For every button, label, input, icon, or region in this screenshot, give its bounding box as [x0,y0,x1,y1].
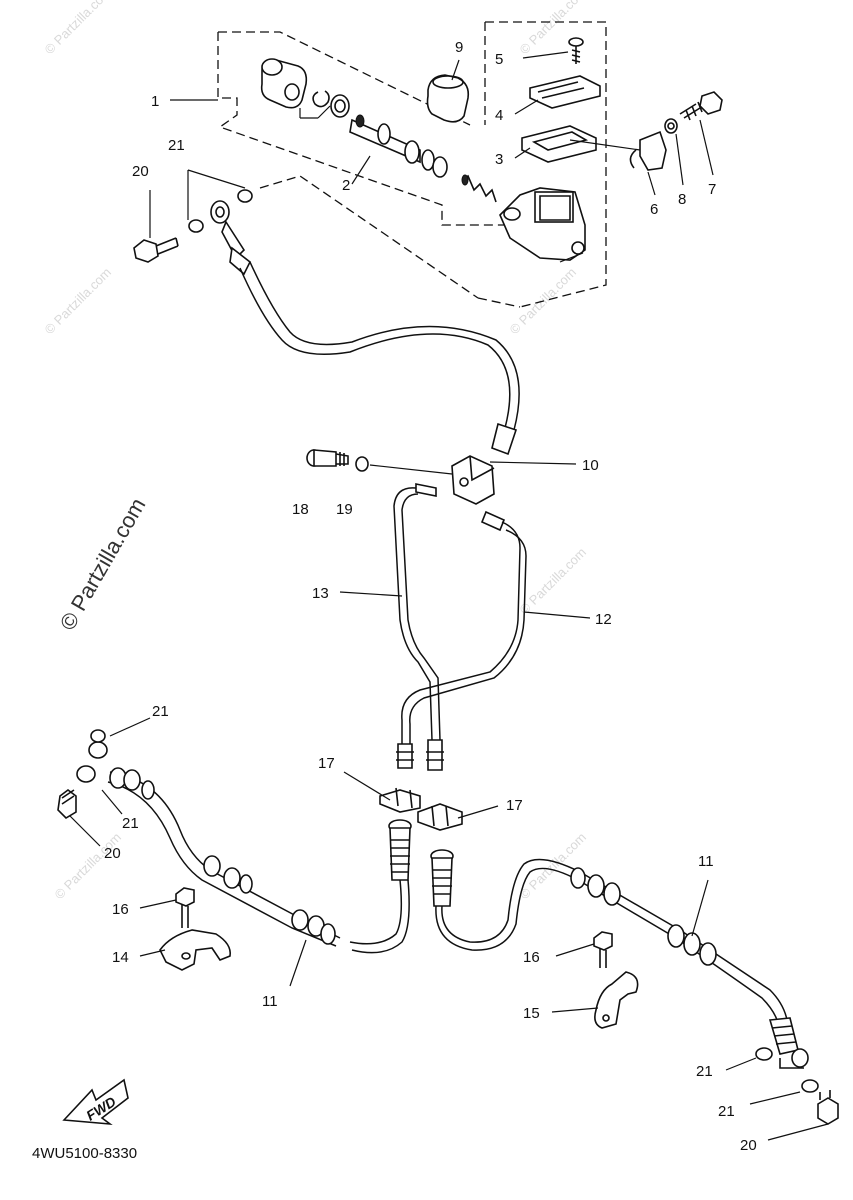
union-bolt-18 [306,449,349,467]
callout-2: 2 [342,177,350,194]
callout-4: 4 [495,107,503,124]
callout-20-left: 20 [104,845,121,862]
center-fitting-right [430,849,454,907]
reservoir-cover [529,75,601,109]
bolt-16-right [593,931,613,968]
washer-21-upper-b [237,189,253,203]
watermark-7: © Partzilla.com [517,830,590,903]
callout-16-left: 16 [112,901,129,918]
callout-11-left: 11 [262,993,278,1010]
watermark-main: © Partzilla.com [55,494,151,635]
callout-21-left-a: 21 [152,703,169,720]
callout-21-right-a: 21 [696,1063,713,1080]
lever-cap [426,74,470,123]
callout-21-upper: 21 [168,137,185,154]
callout-14: 14 [112,949,129,966]
callout-12: 12 [595,611,612,628]
hose-bracket-15 [594,971,639,1029]
piston-boot [260,58,308,109]
callout-5: 5 [495,51,503,68]
callout-19: 19 [336,501,353,518]
right-brake-hose [435,858,839,1125]
callout-21-right-b: 21 [718,1103,735,1120]
callout-16-right: 16 [523,949,540,966]
circlip [312,90,330,108]
callout-3: 3 [495,151,503,168]
washer-21-upper-a [188,219,204,233]
callouts: 1 2 3 4 5 6 7 8 9 10 11 11 12 13 14 15 1… [104,39,757,1154]
brake-pipe-13 [393,483,444,771]
callout-20-upper: 20 [132,163,149,180]
fwd-arrow-icon: FWD [62,1078,129,1126]
callout-10: 10 [582,457,599,474]
watermark-3: © Partzilla.com [42,265,115,338]
master-cylinder-body [499,187,586,261]
holder-bracket [629,130,667,171]
callout-6: 6 [650,201,658,218]
washer-21-right-b [801,1079,819,1093]
callout-9: 9 [455,39,463,56]
diaphragm [521,125,597,163]
washer-21-right-a [755,1047,773,1061]
watermark-6: © Partzilla.com [52,830,125,903]
watermark-5: © Partzilla.com [517,545,590,618]
upper-brake-hose [133,169,520,456]
banjo-bolt-20-right [817,1097,839,1125]
washer-8 [664,118,678,134]
washer-19 [355,456,369,472]
watermark-1: © Partzilla.com [42,0,115,57]
cup-seal [330,94,350,118]
diagram-code: 4WU5100-8330 [32,1145,137,1162]
callout-17-left: 17 [318,755,335,772]
callout-18: 18 [292,501,309,518]
master-cylinder-group [170,21,723,308]
banjo-bolt-20-upper [133,237,179,263]
hose-bracket-14 [159,929,232,971]
callout-21-left-b: 21 [122,815,139,832]
callout-15: 15 [523,1005,540,1022]
leader-12 [523,611,591,619]
bolt-7 [679,91,723,121]
washer-21-left-b [76,765,96,783]
leader-13 [339,591,403,597]
bolt-16-left [175,887,195,928]
clamp-17-left [379,787,421,813]
callout-20-right: 20 [740,1137,757,1154]
brake-pipe-12 [396,510,527,769]
watermark-2: © Partzilla.com [517,0,590,57]
brake-joint [451,455,495,505]
piston-spring [461,174,497,203]
callout-8: 8 [678,191,686,208]
callout-11-right: 11 [698,853,714,870]
callout-1: 1 [151,93,159,110]
leader-10 [489,461,577,465]
cover-screw [568,37,584,64]
clamp-17-right [417,803,463,831]
callout-13: 13 [312,585,329,602]
left-brake-hose [57,729,410,954]
washer-21-left-a [88,741,108,759]
piston [349,114,448,178]
callout-17-right: 17 [506,797,523,814]
callout-7: 7 [708,181,716,198]
center-fitting-left [388,819,412,881]
